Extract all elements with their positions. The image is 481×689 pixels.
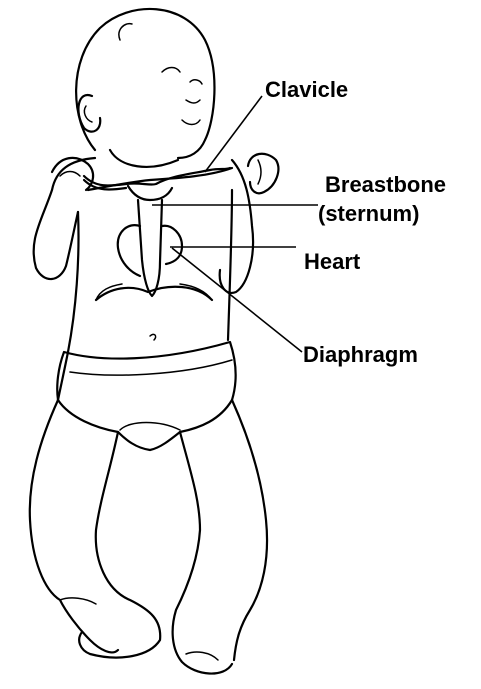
breastbone-label: Breastbone (325, 173, 446, 197)
heart-label: Heart (304, 250, 360, 274)
clavicle-label: Clavicle (265, 78, 348, 102)
heart-organ (118, 225, 182, 276)
infant-body (34, 154, 279, 400)
diaphragm-leader-line (172, 248, 302, 352)
infant-head (76, 9, 214, 167)
diaphragm-label: Diaphragm (303, 343, 418, 367)
sternum-bone (128, 186, 172, 296)
infant-diaper (57, 342, 235, 450)
sternum-label: (sternum) (318, 202, 419, 226)
infant-legs (30, 400, 267, 674)
